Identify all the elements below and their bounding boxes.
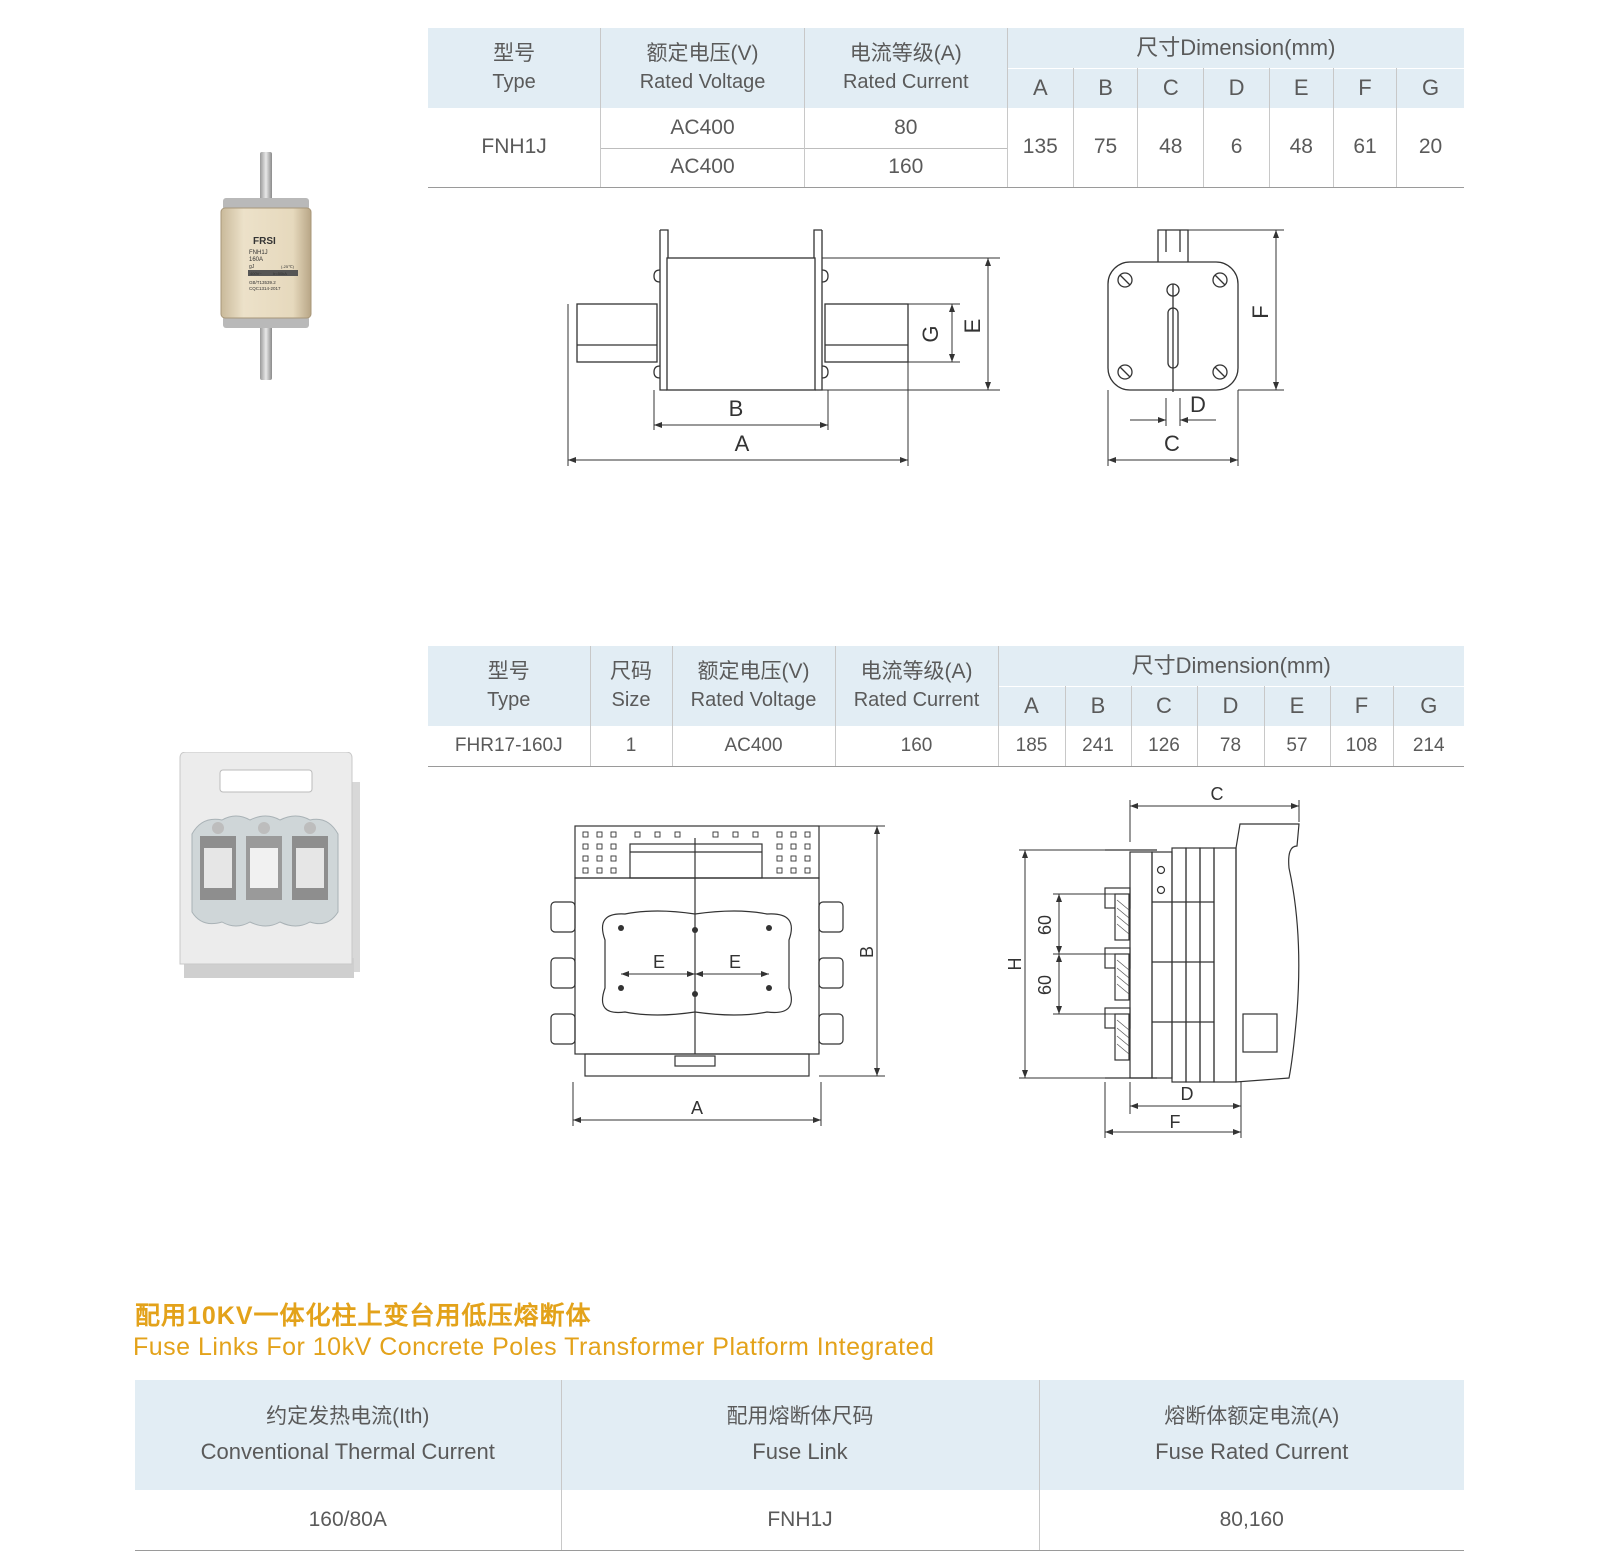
- dim-label-c: C: [1211, 784, 1224, 804]
- spec-table-fhr17: 型号 Type 尺码 Size 额定电压(V) Rated Voltage 电流…: [428, 646, 1465, 767]
- fnh1j-dimension-drawing: B A E G C D F: [567, 229, 1284, 466]
- type-header: 型号 Type: [428, 646, 591, 726]
- dim-label-g: G: [918, 325, 943, 342]
- section-title-en: Fuse Links For 10kV Concrete Poles Trans…: [133, 1333, 935, 1361]
- dim-label-d: D: [1181, 1084, 1194, 1104]
- dim-cell: 57: [1264, 726, 1331, 767]
- dim-label-e: E: [653, 952, 665, 972]
- voltage-cell: AC400: [600, 108, 805, 148]
- dim-label-b: B: [857, 946, 877, 958]
- dim-cell: 135: [1007, 108, 1074, 188]
- type-cell: FNH1J: [428, 108, 602, 188]
- dim-label-a: A: [691, 1098, 703, 1118]
- dim-header-g: G: [1396, 67, 1464, 108]
- dim-header-e: E: [1269, 67, 1334, 108]
- dim-cell: 20: [1396, 108, 1464, 188]
- current-cell: 80: [804, 108, 1008, 148]
- type-cell: FHR17-160J: [428, 726, 591, 767]
- size-cell: 1: [590, 726, 673, 767]
- dim-cell: 75: [1073, 108, 1139, 188]
- dim-label-e: E: [960, 319, 985, 334]
- size-header: 尺码 Size: [590, 646, 673, 726]
- dim-label-h: H: [1005, 958, 1025, 971]
- dim-header-e: E: [1264, 685, 1331, 726]
- fnh1j-fuse-photo: FRSI FNH1J 160A gJ (-25℃) 400V~ Ir=50kA …: [220, 152, 312, 380]
- fuse-rated-current-header: 熔断体额定电流(A) Fuse Rated Current: [1039, 1380, 1464, 1490]
- current-header: 电流等级(A) Rated Current: [835, 646, 999, 726]
- voltage-cell: AC400: [672, 726, 836, 767]
- dim-header-d: D: [1197, 685, 1265, 726]
- section-title-zh: 配用10KV一体化柱上变台用低压熔断体: [135, 1302, 592, 1330]
- type-header: 型号 Type: [428, 28, 602, 108]
- fuse-brand: FRSI: [253, 236, 276, 247]
- current-cell: 160: [835, 726, 999, 767]
- fuse-rating: 160A: [249, 257, 263, 263]
- dim-cell: 6: [1203, 108, 1270, 188]
- fuse-std2: CQC1314-2017: [249, 286, 281, 291]
- dim-header-d: D: [1203, 67, 1270, 108]
- dimension-header: 尺寸Dimension(mm): [998, 646, 1465, 686]
- dim-header-g: G: [1393, 685, 1465, 726]
- fuse-rated-current-cell: 80,160: [1039, 1490, 1464, 1551]
- thermal-current-cell: 160/80A: [135, 1490, 562, 1551]
- spacing-label: 60: [1035, 975, 1055, 995]
- fuse-link-header: 配用熔断体尺码 Fuse Link: [561, 1380, 1040, 1490]
- dim-label-f: F: [1248, 305, 1273, 318]
- fuse-model: FNH1J: [249, 250, 268, 256]
- voltage-header: 额定电压(V) Rated Voltage: [600, 28, 805, 108]
- voltage-cell: AC400: [600, 147, 805, 188]
- dim-cell: 48: [1269, 108, 1334, 188]
- fuse-temp: (-25℃): [281, 264, 295, 269]
- dim-header-a: A: [1007, 67, 1074, 108]
- voltage-header: 额定电压(V) Rated Voltage: [672, 646, 836, 726]
- fuse-breaking: Ir=50kA: [273, 271, 287, 276]
- table-row: FHR17-160J 1 AC400 160 185 241 126 78 57…: [428, 726, 1465, 767]
- dim-cell: 48: [1137, 108, 1205, 188]
- dim-label-f: F: [1170, 1112, 1181, 1132]
- fuse-link-cell: FNH1J: [561, 1490, 1040, 1551]
- fhr17-switch-photo: [179, 752, 360, 978]
- dimension-header: 尺寸Dimension(mm): [1007, 28, 1464, 68]
- table-row: 160/80A FNH1J 80,160: [135, 1490, 1464, 1551]
- dim-header-b: B: [1073, 67, 1139, 108]
- fuse-std1: GB/T13539.2: [249, 280, 276, 285]
- dim-header-c: C: [1137, 67, 1205, 108]
- dim-label-d: D: [1190, 392, 1206, 417]
- dim-header-c: C: [1131, 685, 1198, 726]
- dim-header-f: F: [1333, 67, 1398, 108]
- current-header: 电流等级(A) Rated Current: [804, 28, 1008, 108]
- fuse-voltage: 400V~: [250, 271, 262, 276]
- table-row: AC400 160: [428, 147, 1464, 188]
- dim-label-c: C: [1164, 431, 1180, 456]
- thermal-current-header: 约定发热电流(Ith) Conventional Thermal Current: [135, 1380, 562, 1490]
- fuse-class: gJ: [249, 264, 255, 270]
- dim-header-f: F: [1330, 685, 1394, 726]
- fuse-link-table: 约定发热电流(Ith) Conventional Thermal Current…: [135, 1380, 1464, 1551]
- dim-cell: 78: [1197, 726, 1265, 767]
- fhr17-dimension-drawing: E E A B: [550, 784, 1300, 1138]
- dim-cell: 185: [998, 726, 1066, 767]
- dim-label-a: A: [735, 431, 750, 456]
- current-cell: 160: [804, 147, 1008, 188]
- spec-table-fnh1j: 型号 Type 额定电压(V) Rated Voltage 电流等级(A) Ra…: [428, 28, 1464, 188]
- spacing-label: 60: [1035, 915, 1055, 935]
- dim-cell: 214: [1393, 726, 1465, 767]
- dim-label-b: B: [729, 396, 744, 421]
- dim-header-b: B: [1065, 685, 1132, 726]
- dim-label-e: E: [729, 952, 741, 972]
- dim-cell: 61: [1333, 108, 1398, 188]
- dim-cell: 241: [1065, 726, 1132, 767]
- dim-header-a: A: [998, 685, 1066, 726]
- dim-cell: 126: [1131, 726, 1198, 767]
- table-row: FNH1J AC400 80 135 75 48 6 48 61 20: [428, 108, 1464, 188]
- dim-cell: 108: [1330, 726, 1394, 767]
